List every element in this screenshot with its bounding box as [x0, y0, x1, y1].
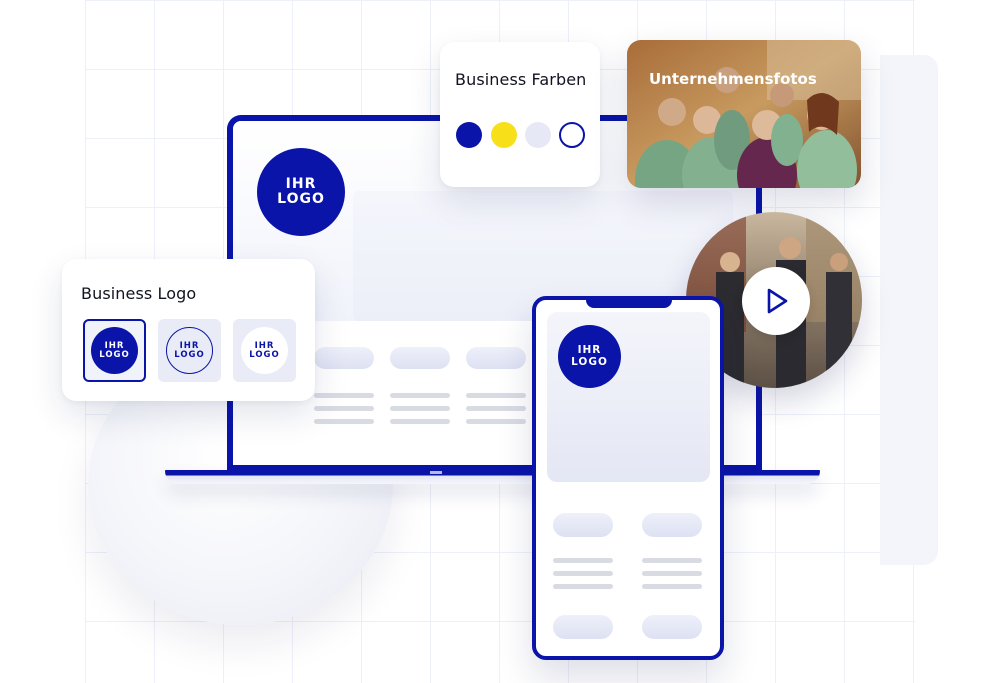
play-icon: [767, 288, 788, 314]
logo-variant-white-mark: IHR LOGO: [241, 327, 288, 374]
play-button[interactable]: [742, 267, 810, 335]
company-photos-card[interactable]: Unternehmensfotos: [627, 40, 861, 188]
logo-line2: LOGO: [249, 349, 280, 360]
logo-variant-outline-mark: IHR LOGO: [166, 327, 213, 374]
laptop-pill-3: [466, 347, 526, 369]
phone-logo: IHR LOGO: [558, 325, 621, 388]
color-swatch-yellow[interactable]: [491, 122, 517, 148]
color-swatch-blue[interactable]: [456, 122, 482, 148]
laptop-text-bar: [314, 406, 374, 411]
laptop-text-bar: [390, 406, 450, 411]
laptop-text-bar: [314, 419, 374, 424]
logo-variant-filled[interactable]: IHR LOGO: [83, 319, 146, 382]
phone-text-bar: [553, 571, 613, 576]
phone-pill-1: [553, 513, 613, 537]
laptop-logo: IHR LOGO: [257, 148, 345, 236]
phone-text-bar: [642, 584, 702, 589]
logo-variant-white[interactable]: IHR LOGO: [233, 319, 296, 382]
color-swatch-light[interactable]: [525, 122, 551, 148]
phone-pill-4: [642, 615, 702, 639]
laptop-logo-line2: LOGO: [277, 191, 325, 207]
business-colors-title: Business Farben: [455, 70, 587, 89]
logo-line2: LOGO: [174, 349, 205, 360]
phone-notch: [586, 297, 672, 308]
laptop-text-bar: [466, 393, 526, 398]
phone-text-bar: [553, 558, 613, 563]
team-photo: [627, 40, 861, 188]
phone-pill-2: [642, 513, 702, 537]
company-photos-title: Unternehmensfotos: [649, 70, 817, 88]
laptop-text-bar: [466, 419, 526, 424]
laptop-text-bar: [390, 393, 450, 398]
laptop-pill-2: [390, 347, 450, 369]
phone-logo-line1: IHR: [577, 344, 602, 357]
logo-variant-filled-mark: IHR LOGO: [91, 327, 138, 374]
phone-text-bar: [642, 571, 702, 576]
logo-line1: IHR: [179, 340, 200, 351]
logo-line1: IHR: [254, 340, 275, 351]
logo-line2: LOGO: [99, 349, 130, 360]
laptop-text-bar: [314, 393, 374, 398]
laptop-text-bar: [466, 406, 526, 411]
business-colors-card: Business Farben: [440, 42, 600, 187]
background-panel: [880, 55, 938, 565]
laptop-hinge: [430, 471, 442, 474]
color-swatch-white[interactable]: [559, 122, 585, 148]
logo-line1: IHR: [104, 340, 125, 351]
phone-text-bar: [642, 558, 702, 563]
phone-text-bar: [553, 584, 613, 589]
phone-pill-3: [553, 615, 613, 639]
laptop-text-bar: [390, 419, 450, 424]
laptop-logo-line1: IHR: [285, 176, 317, 193]
laptop-pill-1: [314, 347, 374, 369]
phone-logo-line2: LOGO: [571, 355, 608, 368]
business-logo-title: Business Logo: [81, 284, 197, 303]
logo-variant-outline[interactable]: IHR LOGO: [158, 319, 221, 382]
